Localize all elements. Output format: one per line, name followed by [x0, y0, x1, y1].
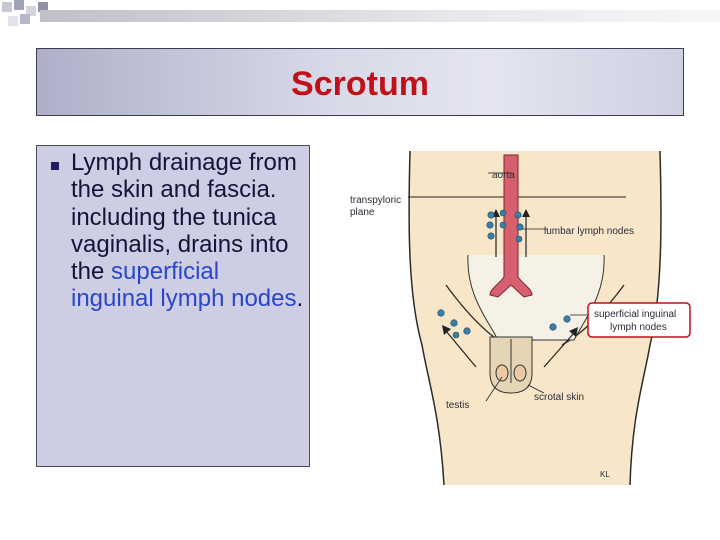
testis: [495, 364, 509, 382]
label-plane: plane: [350, 207, 375, 218]
superficial-inguinal-lymph-nodes: [437, 309, 571, 339]
label-lymph-nodes: lymph nodes: [610, 322, 667, 333]
label-transpyloric: transpyloric: [350, 195, 401, 206]
label-lumbar-lymph-nodes: lumbar lymph nodes: [544, 226, 634, 237]
lymph-drainage-diagram: aorta transpyloric plane lumbar lymph no…: [350, 150, 691, 485]
label-testis: testis: [446, 400, 469, 411]
content-box: Lymph drainage from the skin and fascia.…: [36, 145, 310, 467]
bullet-text-highlight: superficial inguinal lymph nodes: [71, 258, 297, 313]
top-bar: [40, 10, 720, 22]
corner-decoration: [2, 0, 48, 26]
label-superficial-inguinal: superficial inguinal: [594, 309, 676, 320]
aorta: [489, 154, 533, 298]
bullet-text-before: Lymph drainage from the skin and fascia.…: [71, 149, 297, 286]
bullet-text: Lymph drainage from the skin and fascia.…: [71, 149, 307, 313]
label-scrotal-skin: scrotal skin: [534, 392, 584, 403]
slide-title: Scrotum: [291, 65, 429, 103]
bullet-text-after: .: [296, 285, 304, 313]
superficial-callout-box: [587, 302, 691, 338]
title-box: Scrotum: [36, 48, 684, 116]
artist-signature: KL: [600, 470, 610, 479]
label-aorta: aorta: [492, 170, 515, 181]
bullet-square-icon: [51, 162, 59, 170]
lumbar-lymph-nodes: [486, 209, 524, 243]
